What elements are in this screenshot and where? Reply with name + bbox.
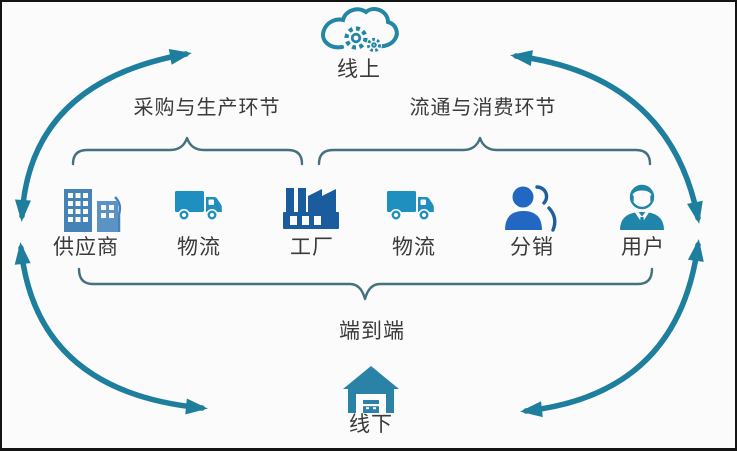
end-to-end-label: 端到端: [339, 320, 405, 343]
warehouse-icon: [343, 366, 399, 413]
user-icon: [620, 184, 664, 230]
chain-label-logistics-2: 物流: [392, 236, 436, 259]
chain-label-factory: 工厂: [290, 236, 334, 259]
arrow-top-left: [14, 48, 192, 222]
arrow-top-right: [510, 50, 703, 224]
arrow-bottom-left: [14, 242, 208, 415]
brace-procurement: [71, 136, 304, 166]
arrow-bottom-right: [520, 239, 704, 418]
truck-icon: [387, 191, 434, 221]
section-procurement-label: 采购与生产环节: [133, 97, 281, 119]
chain-label-distribution: 分销: [510, 236, 554, 259]
offline-label: 线下: [349, 413, 393, 436]
factory-icon: [283, 188, 339, 229]
chain-label-logistics-1: 物流: [177, 236, 221, 259]
brace-circulation: [317, 136, 652, 166]
people-icon: [505, 185, 557, 232]
online-label: 线上: [337, 58, 381, 81]
section-circulation-label: 流通与消费环节: [409, 97, 557, 119]
truck-icon: [175, 191, 222, 221]
buildings-icon: [64, 189, 122, 232]
chain-label-supplier: 供应商: [53, 236, 119, 259]
chain-label-user: 用户: [621, 236, 665, 259]
cloud-gears-icon: [321, 7, 399, 53]
brace-end-to-end: [77, 267, 654, 301]
